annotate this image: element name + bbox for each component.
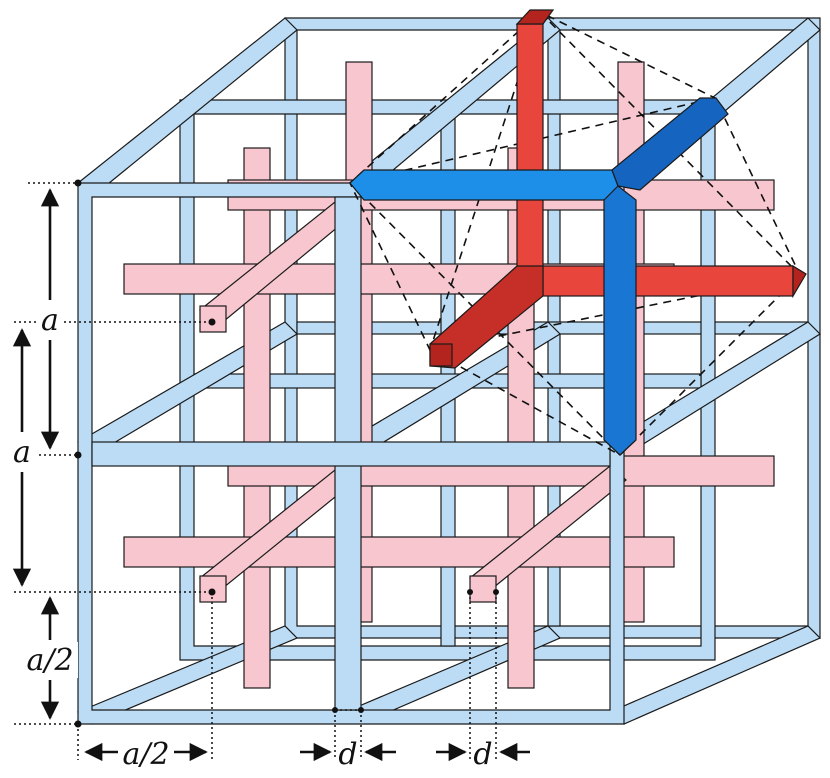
label-half-a-bottom: a/2 [122,737,169,772]
dimension-dot [358,707,364,713]
dimension-dot [74,720,82,728]
label-d-second: d [473,737,492,772]
dimension-dot [208,318,216,326]
label-d-first: d [338,737,357,772]
red-rod-vertical [516,23,544,277]
dimension-labels: a a a/2 a/2 d d [8,303,493,772]
red-rod-horizontal-end [792,264,807,299]
red-rods [429,9,807,369]
label-half-a-left: a/2 [26,643,73,678]
red-rod-horizontal [542,265,794,297]
label-backdrop [22,642,78,678]
octahedron-edge [349,182,621,456]
pink-rod-end [469,575,497,603]
front-frame-beam [91,441,611,467]
dimension-dot [74,451,82,459]
label-backdrop [8,436,36,470]
front-frame [77,182,625,725]
blue-rod-horizontal [349,169,619,201]
label-a-mid: a [13,435,31,470]
pink-rod-vertical [243,147,271,689]
pink-rod-horizontal [123,536,675,568]
label-a-top: a [41,303,59,338]
label-backdrop [36,304,64,338]
dimension-dot [467,589,473,595]
dimension-dot [493,589,499,595]
blue-rod-vertical [603,185,637,456]
dimension-points [74,179,499,728]
red-rod-diagonal-end [429,343,453,367]
dimension-dot [208,588,216,596]
blue-rods [349,97,729,456]
dimension-dot [332,707,338,713]
red-rod-vertical-top [515,9,555,25]
dimension-arrows [12,188,530,762]
dimension-dot [74,179,82,187]
